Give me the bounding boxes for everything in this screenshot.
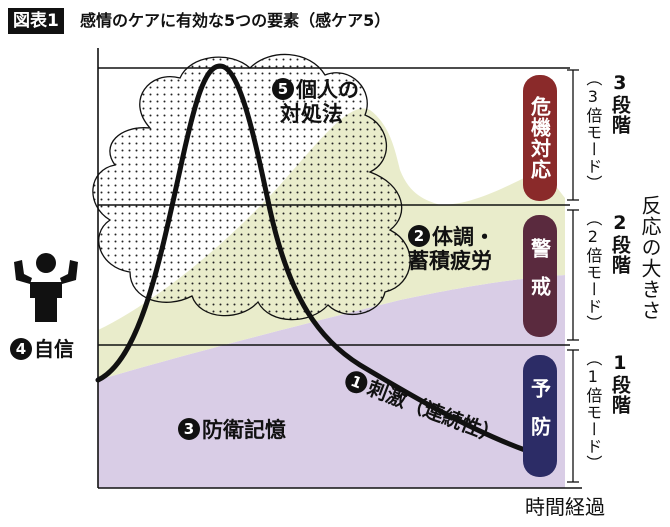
y-axis-label: 反応の大きさ — [638, 195, 662, 321]
stage-brackets — [567, 69, 579, 483]
defense-memory-area — [98, 275, 565, 488]
coping-label-line2: 対処法 — [280, 102, 343, 127]
stage-level-3: 3段階 — [608, 72, 631, 135]
stage-level-1: 1段階 — [608, 352, 631, 415]
stage-badge-alert: 警戒 — [523, 215, 557, 337]
number-4-icon: 4 — [10, 337, 32, 360]
header-tag: 図表1 — [8, 8, 64, 34]
number-2-icon: 2 — [408, 225, 430, 247]
number-5-icon: 5 — [272, 78, 294, 100]
stage-badge-prevention: 予防 — [523, 355, 557, 477]
coping-cloud — [92, 53, 411, 321]
coping-label-line1: 個人の — [296, 78, 359, 102]
stage-level-2: 2段階 — [608, 212, 631, 275]
stage-mode-3: （3倍モード） — [583, 70, 603, 192]
defense-memory-label-text: 防衛記憶 — [202, 418, 286, 442]
stage-badge-crisis: 危機対応 — [523, 75, 557, 201]
stage-mode-1: （1倍モード） — [583, 350, 603, 472]
fatigue-label-line2: 蓄積疲労 — [408, 249, 492, 274]
stimulus-curve — [95, 63, 528, 453]
flexing-person-icon — [14, 253, 78, 322]
x-axis-label: 時間経過 — [525, 495, 605, 519]
number-3-icon: 3 — [178, 418, 200, 440]
fatigue-label-line1: 体調・ — [432, 225, 495, 249]
confidence-label-text: 自信 — [34, 337, 74, 361]
header-title: 感情のケアに有効な5つの要素（感ケア5） — [80, 11, 391, 30]
stage-mode-2: （2倍モード） — [583, 210, 603, 332]
